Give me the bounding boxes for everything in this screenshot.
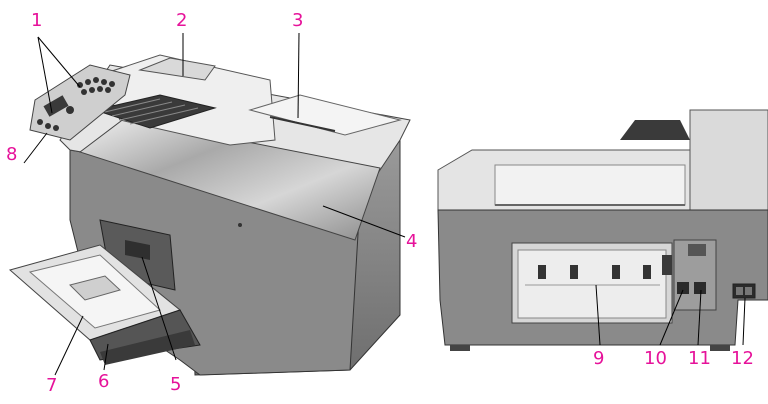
printer-rear-illustration bbox=[437, 109, 768, 351]
grill-lines bbox=[104, 98, 199, 125]
front-handle bbox=[125, 240, 150, 260]
callout-2: 2 bbox=[176, 10, 188, 31]
callout-9: 9 bbox=[593, 348, 605, 369]
rear-handle bbox=[620, 120, 690, 140]
usb-port bbox=[677, 282, 689, 294]
printer-front-illustration bbox=[8, 54, 411, 376]
scanner-glass bbox=[78, 117, 381, 241]
rear-door-rollers bbox=[538, 265, 651, 279]
leader-5 bbox=[141, 256, 177, 361]
leader-3 bbox=[297, 32, 300, 119]
leader-8 bbox=[23, 132, 48, 164]
panel-buttons bbox=[37, 77, 115, 131]
adf-top-tray bbox=[138, 57, 216, 81]
callout-12: 12 bbox=[731, 348, 754, 369]
leader-6 bbox=[103, 343, 109, 371]
paper-guide bbox=[69, 275, 121, 301]
leader-12 bbox=[742, 297, 746, 346]
panel-display bbox=[43, 95, 69, 117]
callout-7: 7 bbox=[46, 375, 58, 396]
callout-4: 4 bbox=[406, 231, 418, 252]
callout-8: 8 bbox=[6, 144, 18, 165]
callout-11: 11 bbox=[688, 348, 711, 369]
callout-6: 6 bbox=[98, 371, 110, 392]
leader-9 bbox=[595, 284, 601, 346]
rear-scanner-box bbox=[689, 109, 768, 211]
callout-5: 5 bbox=[170, 374, 182, 395]
leader-1a bbox=[37, 36, 53, 114]
leader-10 bbox=[659, 289, 684, 346]
callout-3: 3 bbox=[292, 10, 304, 31]
leader-7 bbox=[54, 315, 84, 376]
callout-1: 1 bbox=[31, 10, 43, 31]
callout-10: 10 bbox=[644, 348, 667, 369]
leader-11 bbox=[697, 289, 702, 346]
leader-1b bbox=[37, 36, 81, 88]
power-port bbox=[694, 282, 706, 294]
tray-extender bbox=[100, 330, 195, 365]
leader-4 bbox=[322, 205, 406, 238]
leader-lines bbox=[23, 32, 746, 376]
